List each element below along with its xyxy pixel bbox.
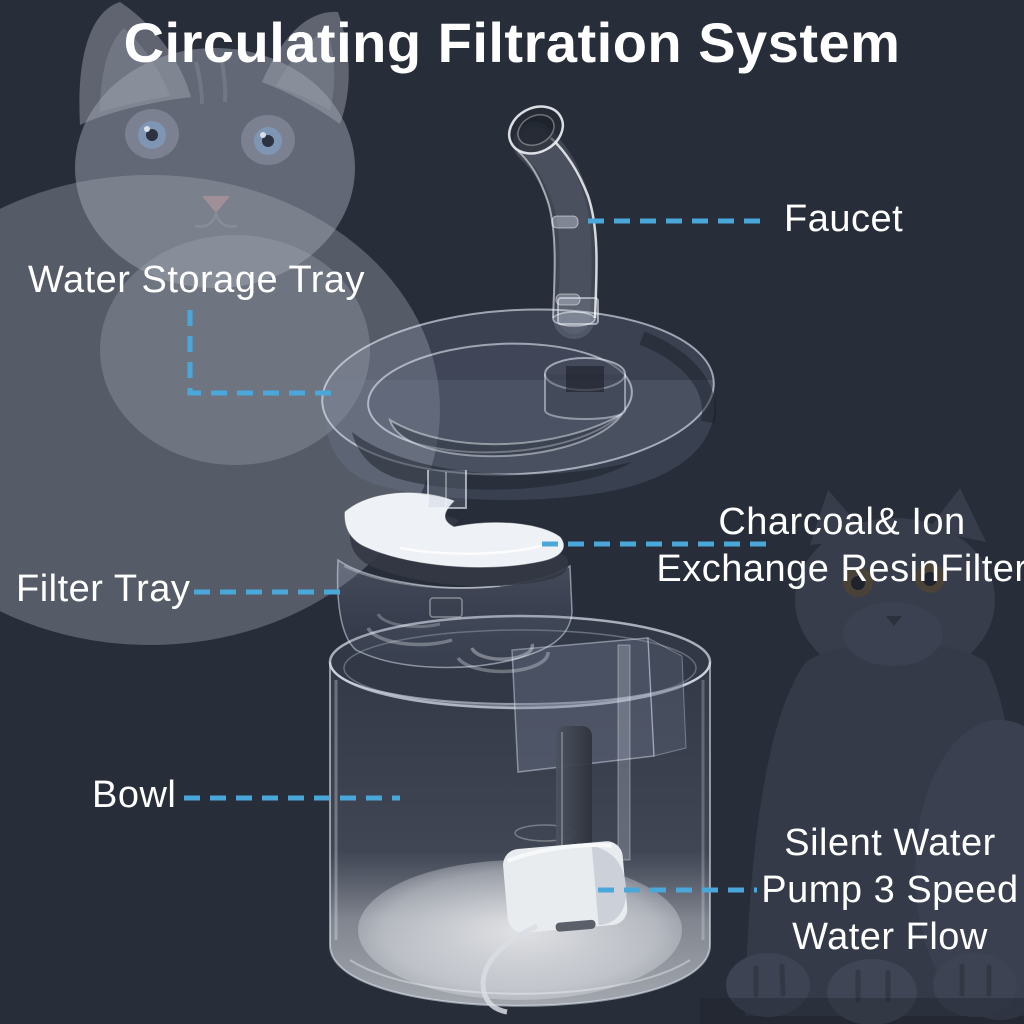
bowl-illustration [328,614,712,1007]
pump-illustration [480,726,628,1015]
label-charcoal-filter: Charcoal& Ion Exchange ResinFilter [656,499,1024,593]
label-charcoal-filter-line1: Charcoal& Ion [718,501,966,543]
filter-tray-illustration [336,558,573,674]
diagram-title: Circulating Filtration System [123,11,901,74]
label-bowl: Bowl [92,774,177,816]
label-pump-line2: Pump 3 Speed [761,869,1019,912]
charcoal-filter-illustration [344,492,569,587]
water-storage-tray-illustration [321,297,716,509]
label-filter-tray: Filter Tray [16,568,191,610]
label-faucet: Faucet [784,198,904,240]
water-storage-tray-leader-line [187,310,334,396]
grey-cat-image [700,488,1024,1024]
label-charcoal-filter-line2: Exchange ResinFilter [656,548,1024,591]
white-cat-image [0,2,440,645]
label-pump-line3: Water Flow [792,916,988,959]
label-water-storage-tray: Water Storage Tray [28,259,366,301]
label-pump: Silent Water Pump 3 Speed Water Flow [761,820,1019,961]
faucet-illustration [507,105,598,339]
label-pump-line1: Silent Water [784,822,996,864]
